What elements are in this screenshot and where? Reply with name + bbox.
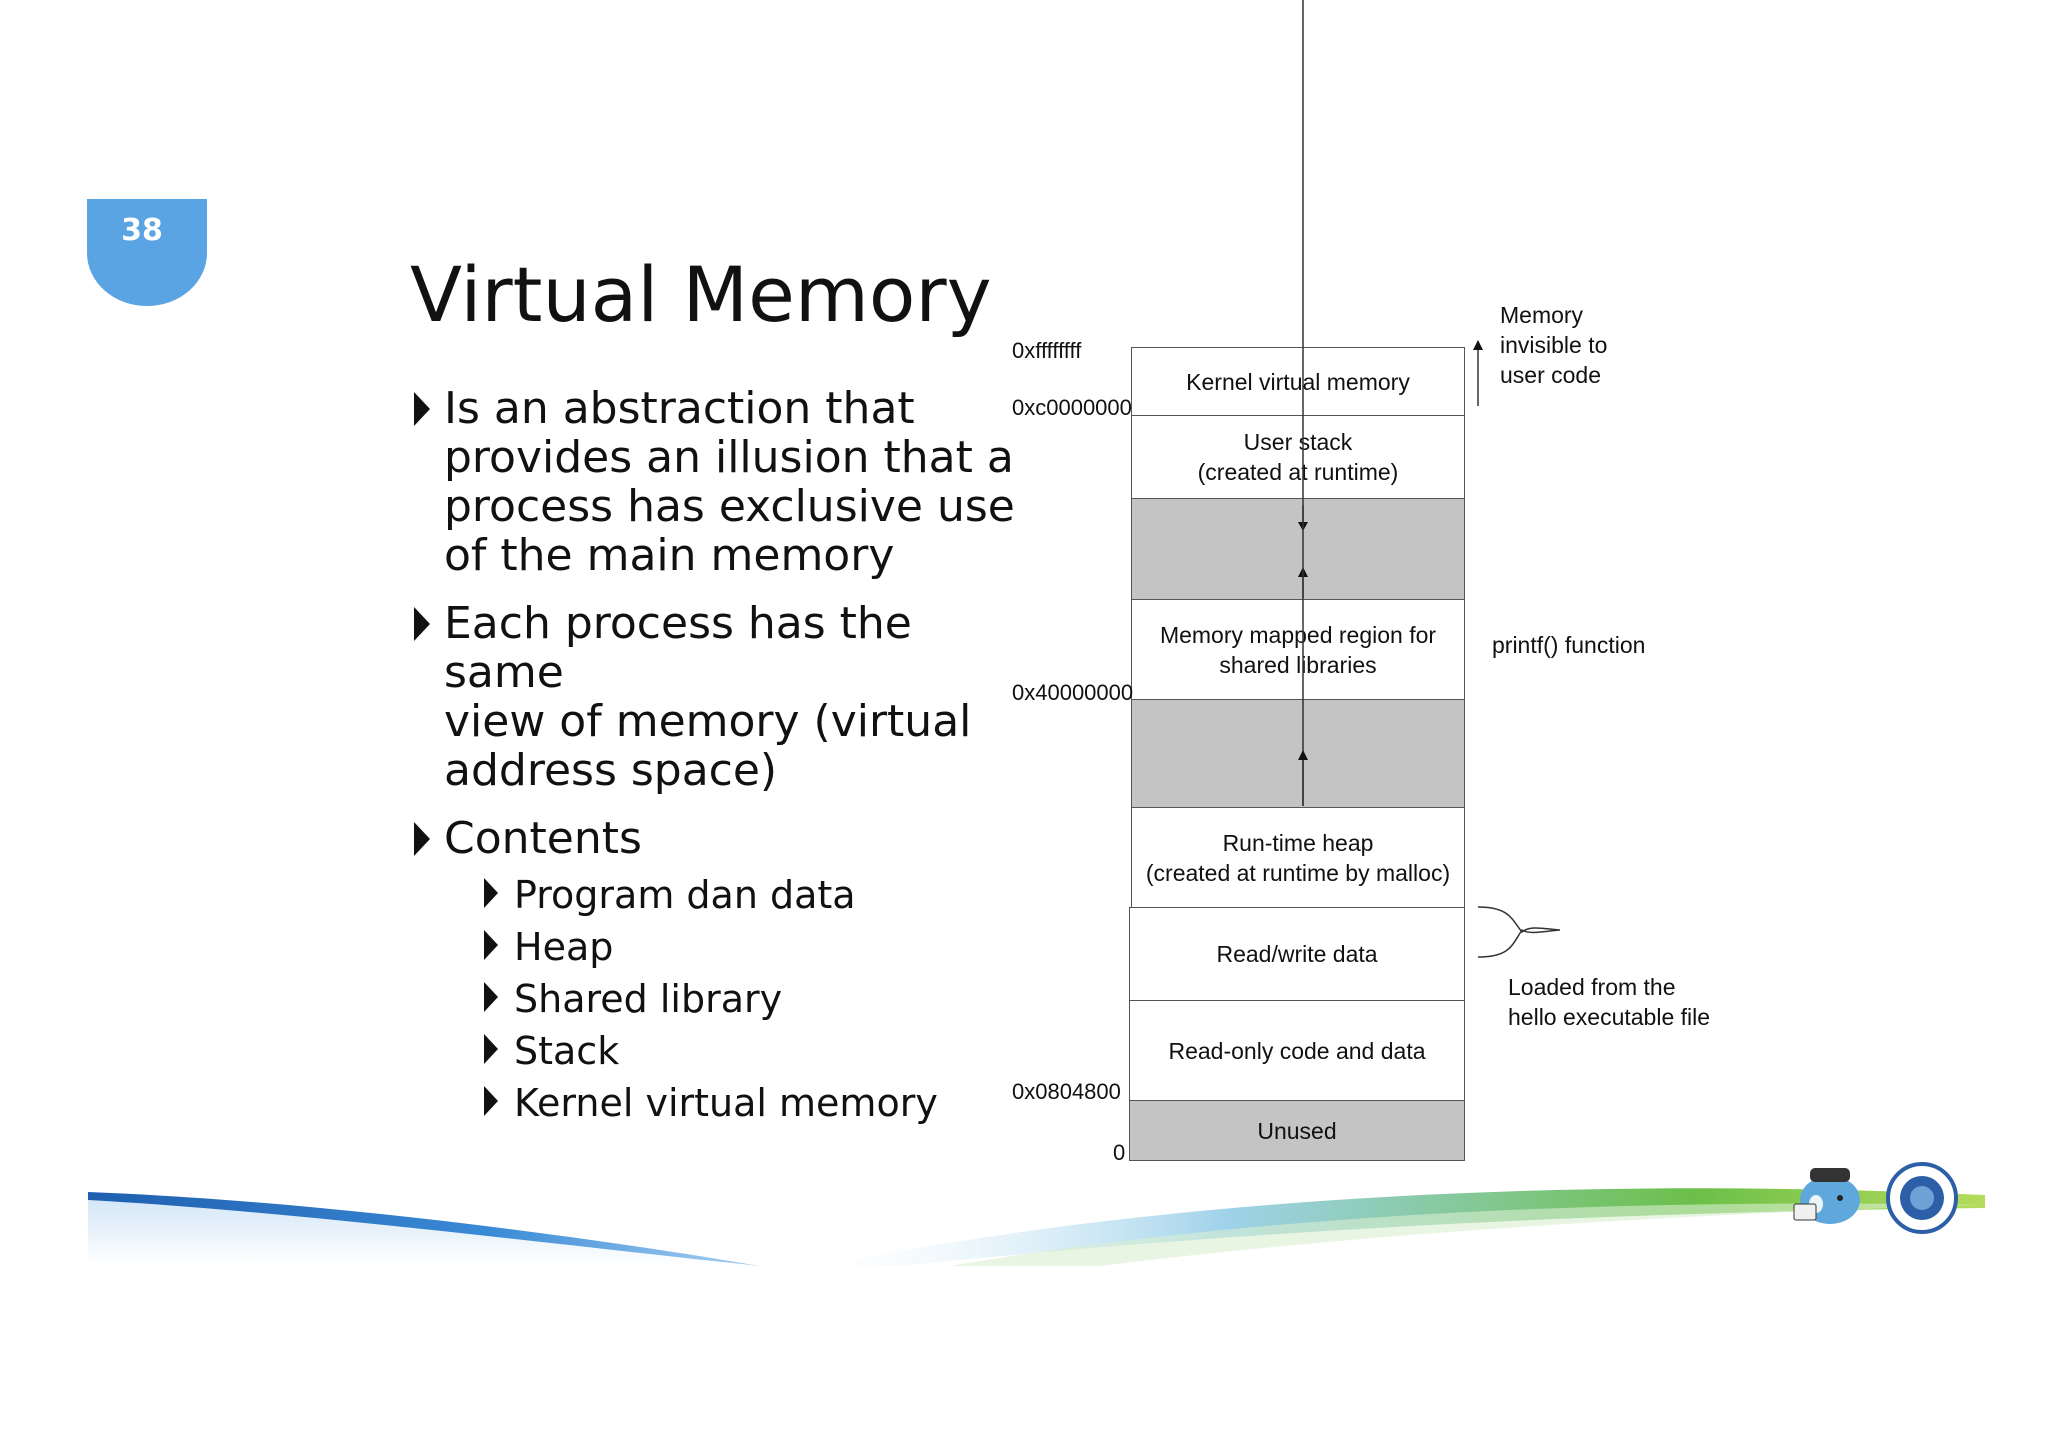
bullet-arrow-icon bbox=[484, 1034, 498, 1064]
bullet-line: provides an illusion that a bbox=[444, 432, 1014, 483]
region-memory-mapped: Memory mapped region for shared librarie… bbox=[1131, 599, 1465, 700]
bullet-item: Contents bbox=[410, 814, 1020, 863]
arrow-head-up-icon bbox=[1298, 750, 1308, 760]
region-heap-gap bbox=[1131, 699, 1465, 808]
sub-bullet-label: Stack bbox=[514, 1029, 620, 1073]
bullet-line: Each process has the same bbox=[444, 598, 912, 698]
bullet-arrow-icon bbox=[484, 930, 498, 960]
sub-bullet-label: Heap bbox=[514, 925, 614, 969]
institution-seal-icon bbox=[1886, 1162, 1958, 1234]
region-label: Run-time heap (created at runtime by mal… bbox=[1145, 829, 1451, 886]
sub-bullet-item: Program dan data bbox=[410, 869, 1020, 921]
bullet-line: of the main memory bbox=[444, 530, 895, 581]
slide-title: Virtual Memory bbox=[410, 250, 992, 339]
bullet-arrow-icon bbox=[414, 392, 430, 426]
sub-bullet-label: Shared library bbox=[514, 977, 783, 1021]
bullet-arrow-icon bbox=[484, 982, 498, 1012]
address-label: 0xffffffff bbox=[1012, 338, 1082, 363]
bullet-item: Each process has the same view of memory… bbox=[410, 599, 1020, 795]
page-number-badge: 38 bbox=[87, 199, 207, 306]
footer-logos bbox=[1793, 1162, 1958, 1234]
sub-bullet-label: Program dan data bbox=[514, 873, 856, 917]
page-number: 38 bbox=[121, 213, 163, 248]
bullet-line: process has exclusive use bbox=[444, 481, 1015, 532]
address-label: 0x0804800 bbox=[1012, 1079, 1121, 1104]
region-run-time-heap: Run-time heap (created at runtime by mal… bbox=[1131, 807, 1465, 908]
bullet-arrow-icon bbox=[414, 607, 430, 641]
region-label: Memory mapped region for shared librarie… bbox=[1159, 621, 1437, 678]
region-read-only-code: Read-only code and data bbox=[1129, 1000, 1465, 1101]
region-label: Read-only code and data bbox=[1168, 1037, 1426, 1064]
arrow-head-up-icon bbox=[1473, 340, 1483, 350]
bullet-line: address space) bbox=[444, 745, 778, 796]
bullet-arrow-icon bbox=[484, 878, 498, 908]
loaded-region-brace bbox=[1477, 906, 1561, 958]
sub-bullet-item: Kernel virtual memory bbox=[410, 1077, 1020, 1129]
kernel-invisible-note: Memory invisible to user code bbox=[1500, 302, 1608, 388]
bullet-item: Is an abstraction that provides an illus… bbox=[410, 384, 1020, 580]
region-unused: Unused bbox=[1129, 1100, 1465, 1161]
region-label: Kernel virtual memory bbox=[1186, 368, 1410, 395]
mascot-logo-icon bbox=[1793, 1168, 1860, 1224]
region-user-stack: User stack (created at runtime) bbox=[1131, 415, 1465, 499]
bullet-line: view of memory (virtual bbox=[444, 696, 972, 747]
bullet-line: Contents bbox=[444, 813, 642, 864]
bullet-line: Is an abstraction that bbox=[444, 383, 915, 434]
region-label: Unused bbox=[1257, 1117, 1337, 1144]
printf-note: printf() function bbox=[1492, 632, 1646, 658]
sub-bullet-label: Kernel virtual memory bbox=[514, 1081, 938, 1125]
sub-bullet-item: Heap bbox=[410, 921, 1020, 973]
address-label: 0x40000000 bbox=[1012, 680, 1134, 705]
region-stack-gap bbox=[1131, 498, 1465, 600]
sub-bullet-item: Shared library bbox=[410, 973, 1020, 1025]
bullet-arrow-icon bbox=[484, 1086, 498, 1116]
loaded-from-file-note: Loaded from the hello executable file bbox=[1508, 974, 1711, 1030]
address-label: 0xc0000000 bbox=[1012, 395, 1132, 420]
bullet-arrow-icon bbox=[414, 822, 430, 856]
region-label: Read/write data bbox=[1216, 941, 1378, 967]
address-label: 0 bbox=[1113, 1140, 1126, 1165]
sub-bullet-item: Stack bbox=[410, 1025, 1020, 1077]
bullet-list: Is an abstraction that provides an illus… bbox=[410, 384, 1020, 1129]
